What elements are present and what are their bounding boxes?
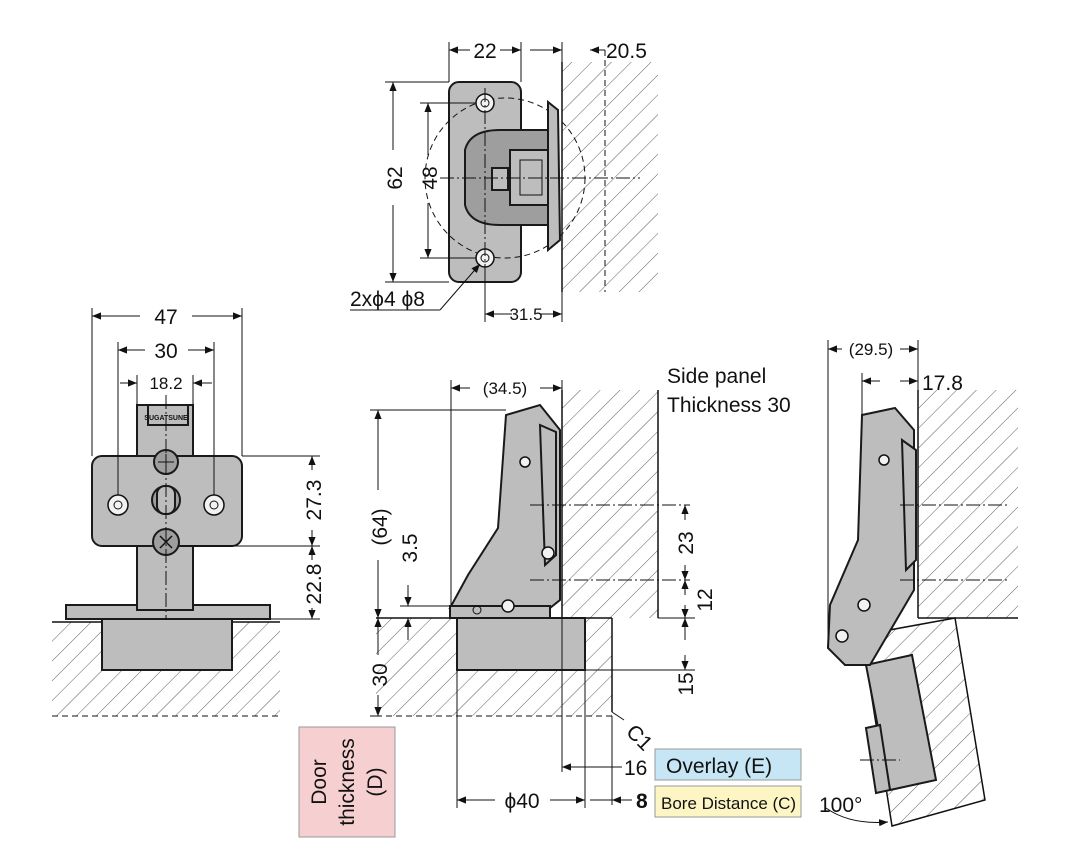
side-view-dim-cup-depth: 15 bbox=[675, 672, 698, 695]
side-view-dim-panel-1: 23 bbox=[675, 531, 698, 554]
open-view-dim-reach: (29.5) bbox=[849, 340, 893, 359]
side-view-dim-overlay: 16 bbox=[624, 757, 647, 780]
front-view-dim-overall: 47 bbox=[154, 306, 177, 329]
side-view-dim-height: (64) bbox=[369, 508, 392, 545]
side-view-panel-label-2: Thickness 30 bbox=[667, 394, 791, 417]
door-thickness-box bbox=[298, 726, 396, 838]
top-view-dim-hole-pitch: 48 bbox=[419, 166, 442, 189]
legend: Door thickness (D) Overlay (E) Bore Dist… bbox=[298, 726, 802, 838]
open-view-dim-offset: 17.8 bbox=[922, 372, 963, 395]
top-view-dim-width: 22 bbox=[473, 40, 496, 63]
side-view-dim-panel-2: 12 bbox=[694, 588, 717, 611]
door-thickness-line-1: Door bbox=[308, 759, 331, 805]
front-view-dim-lower: 22.8 bbox=[303, 564, 326, 605]
front-view-hole-left bbox=[107, 494, 129, 516]
overlay-box bbox=[654, 748, 802, 781]
top-view-dim-height: 62 bbox=[384, 166, 407, 189]
front-view: SUGATSUNE 47 30 18.2 27 bbox=[52, 306, 326, 717]
top-view-dim-offset: 20.5 bbox=[606, 40, 647, 63]
open-view-hinge-arm bbox=[826, 406, 915, 666]
side-view-dim-reach: (34.5) bbox=[483, 379, 527, 398]
bore-distance-label: Bore Distance (C) bbox=[661, 794, 796, 813]
side-view-dim-door: 30 bbox=[369, 663, 392, 686]
side-view-chamfer: C1 bbox=[621, 720, 656, 755]
open-view-angle: 100° bbox=[819, 794, 862, 817]
side-view-dim-gap: 3.5 bbox=[399, 533, 422, 562]
door-thickness-line-2: thickness bbox=[336, 738, 359, 826]
bore-distance-box bbox=[654, 785, 802, 818]
top-view: 22 20.5 62 48 2xϕ4 ϕ8 31.5 bbox=[350, 40, 658, 324]
open-view: (29.5) 17.8 100° bbox=[819, 340, 1018, 827]
side-view-cup bbox=[456, 617, 586, 671]
front-view-hole-right bbox=[203, 494, 225, 516]
front-view-dim-mid: 30 bbox=[154, 340, 177, 363]
front-view-cup bbox=[101, 614, 233, 671]
top-view-side-panel bbox=[562, 62, 658, 292]
side-view-panel-label-1: Side panel bbox=[667, 365, 766, 388]
side-view-side-panel bbox=[562, 390, 658, 618]
door-thickness-line-3: (D) bbox=[364, 767, 387, 796]
front-view-dim-upper: 27.3 bbox=[303, 480, 326, 521]
side-view-dim-bore: 8 bbox=[636, 790, 648, 813]
open-view-side-panel bbox=[918, 390, 1018, 618]
side-view: (34.5) Side panel Thickness 30 (64) 3.5 … bbox=[369, 365, 791, 813]
overlay-label: Overlay (E) bbox=[666, 755, 772, 778]
top-view-dim-holes: 2xϕ4 ϕ8 bbox=[350, 288, 425, 311]
side-view-dim-cup: ϕ40 bbox=[504, 790, 539, 813]
top-view-dim-depth: 31.5 bbox=[509, 305, 542, 324]
front-view-dim-inner: 18.2 bbox=[149, 374, 182, 393]
